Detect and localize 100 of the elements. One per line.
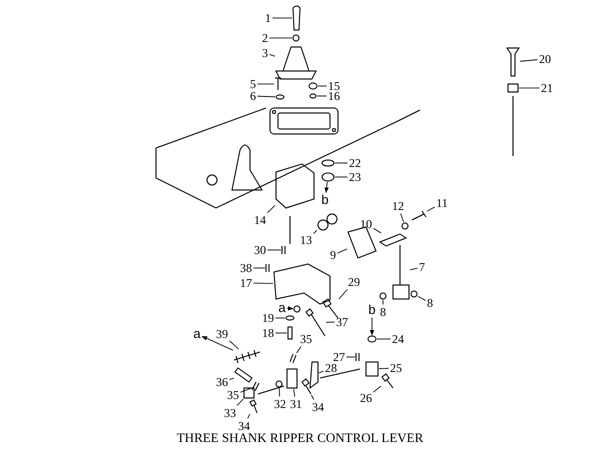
washer [276,94,284,100]
leader-line [247,414,250,419]
callout-number: 36 [216,376,228,388]
callout-number: 26 [360,392,372,404]
washer [402,222,408,230]
leader-line [410,268,418,270]
bolt [412,210,426,220]
cotter-pin [356,352,360,362]
lever-knob [292,6,300,30]
nut [380,292,386,300]
callout-number: a [278,302,286,314]
cotter-pin [290,354,296,364]
callout-number: 12 [392,200,404,212]
callout-number: 1 [265,12,271,24]
callout-number: 13 [300,234,312,246]
leader-line [334,162,348,164]
leader-line [426,206,436,212]
leader-line [293,388,296,397]
pin [378,233,408,247]
leader-line [337,248,348,254]
callout-number: 6 [250,90,256,102]
leader-line [373,386,382,392]
leader-line [257,96,276,98]
callout-number: 15 [328,80,340,92]
callout-number: 19 [262,312,274,324]
callout-number: 32 [274,398,286,410]
bolt [274,78,282,90]
clevis [286,368,298,388]
cotter-pin [266,264,270,272]
clevis [366,362,378,376]
leader-line [313,230,318,234]
nut [308,82,318,90]
leader-line [418,296,426,301]
washer [310,94,316,98]
callout-number: 37 [336,316,348,328]
bracket [273,263,330,305]
callout-number: 39 [216,328,228,340]
bolt [302,378,312,394]
washer [286,316,294,320]
callout-number: 33 [224,407,236,419]
callout-number: 8 [380,306,386,318]
valve-block [276,163,314,209]
nut [368,336,376,342]
callout-number: 14 [254,214,266,226]
callout-number: 9 [330,249,336,261]
callout-number: 23 [349,171,361,183]
callout-number: 38 [240,262,252,274]
callout-number: 25 [390,362,402,374]
nut [276,380,282,388]
callout-number: 24 [392,333,404,345]
leader-line [278,388,280,397]
bolt [306,308,326,336]
leader-line [240,388,252,393]
reference-arrow [286,306,294,311]
callout-number: 28 [325,362,337,374]
drawing-caption: THREE SHANK RIPPER CONTROL LEVER [176,430,424,446]
washer [322,160,334,166]
leader-line [326,322,335,323]
nut [292,34,300,42]
leader-line [253,282,274,284]
lever [392,244,410,300]
callout-number: 35 [227,389,239,401]
reference-arrow [370,317,374,336]
leader-line [269,54,276,57]
leader-line [296,346,302,354]
bolt [382,373,394,388]
callout-number: 21 [541,82,553,94]
leader-line [376,338,391,340]
reference-arrow [324,182,329,194]
cotter-pin [282,246,286,254]
leader-line [229,378,234,380]
leader-line [400,213,404,222]
callout-number: 5 [250,78,256,90]
leader-line [310,394,314,400]
pin [294,306,300,312]
callout-number: 29 [348,276,360,288]
leader-line [378,368,389,370]
lever [309,362,318,390]
callout-number: 10 [360,218,372,230]
leader-line [318,370,324,374]
leader-line [334,176,348,178]
bushing [318,220,328,230]
callout-number: 18 [262,327,274,339]
leader-line [338,289,348,300]
leader-line [236,398,244,406]
callout-number: 11 [436,197,448,209]
nut [508,84,518,92]
reference-arrow [202,336,234,351]
cotter-pin [252,382,260,392]
pin [234,367,253,383]
bolt [250,399,258,414]
callout-number: 17 [240,277,252,289]
callout-number: 7 [419,261,425,273]
callout-number: b [321,194,329,206]
leader-line [382,300,384,305]
leader-line [275,332,288,334]
callout-number: 27 [333,351,345,363]
callout-number: 22 [349,157,361,169]
callout-number: 20 [539,53,551,65]
callout-number: 2 [262,32,268,44]
